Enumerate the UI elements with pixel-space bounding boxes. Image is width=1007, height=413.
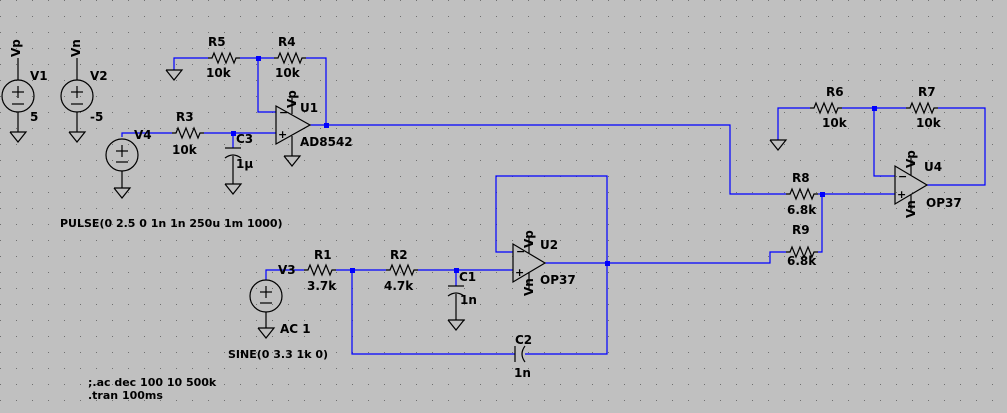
svg-text:+: + [515, 266, 524, 279]
r3-value: 10k [172, 143, 198, 157]
v3-value: AC 1 [280, 322, 311, 336]
tran-directive[interactable]: .tran 100ms [88, 389, 163, 402]
c1-value: 1n [460, 293, 477, 307]
capacitor-c3[interactable]: C3 1µ [224, 132, 253, 195]
capacitor-c1[interactable]: C1 1n [447, 270, 477, 331]
u1-label: U1 [300, 101, 318, 115]
v2-value: -5 [90, 110, 103, 124]
r9-label: R9 [792, 223, 810, 237]
r5-value: 10k [206, 66, 232, 80]
opamp-u1[interactable]: − + Vp U1 AD8542 [275, 90, 353, 167]
resistor-r9[interactable]: R9 6.8k [786, 223, 818, 268]
v2-node-label: Vn [69, 39, 83, 57]
resistor-r6[interactable]: R6 10k [769, 85, 848, 151]
junction-u1-out [324, 123, 329, 128]
svg-text:+: + [897, 188, 906, 201]
u1-model: AD8542 [300, 135, 353, 149]
c3-value: 1µ [236, 157, 253, 171]
c2-label: C2 [515, 333, 532, 347]
r7-value: 10k [916, 116, 942, 130]
svg-text:−: − [516, 245, 525, 258]
resistor-r5[interactable]: R5 10k [165, 35, 240, 81]
u2-label: U2 [540, 238, 558, 252]
junction-u2-out [605, 261, 610, 266]
resistor-r8[interactable]: R8 6.8k [786, 171, 818, 217]
capacitor-c2[interactable]: C2 1n [514, 333, 532, 380]
junction-r6-r7 [872, 106, 877, 111]
resistor-r7[interactable]: R7 10k [906, 85, 942, 130]
u2-model: OP37 [540, 273, 576, 287]
r2-label: R2 [390, 248, 408, 262]
r3-label: R3 [176, 110, 194, 124]
u2-vn-label: Vn [522, 278, 536, 296]
source-v2[interactable]: Vn V2 -5 [60, 39, 108, 143]
r8-value: 6.8k [787, 203, 817, 217]
junction-r5-r4 [256, 56, 261, 61]
r6-value: 10k [822, 116, 848, 130]
u2-vp-label: Vp [522, 230, 536, 248]
junction-c3 [231, 131, 236, 136]
resistor-r4[interactable]: R4 10k [274, 35, 306, 80]
wires-u1-stage [121, 57, 822, 195]
r5-label: R5 [208, 35, 226, 49]
r4-value: 10k [275, 66, 301, 80]
u4-label: U4 [924, 160, 942, 174]
svg-text:−: − [898, 170, 907, 183]
u4-vp-label: Vp [904, 150, 918, 168]
ac-directive[interactable]: ;.ac dec 100 10 500k [88, 376, 217, 389]
opamp-u4[interactable]: − + Vp Vn U4 OP37 [894, 150, 962, 218]
c2-value: 1n [514, 366, 531, 380]
wires-u2-stage [265, 175, 895, 355]
r2-value: 4.7k [384, 279, 414, 293]
r9-value: 6.8k [787, 254, 817, 268]
r8-label: R8 [792, 171, 810, 185]
v3-spec: SINE(0 3.3 1k 0) [228, 348, 328, 361]
u4-model: OP37 [926, 196, 962, 210]
svg-text:−: − [279, 106, 288, 119]
source-v3[interactable]: V3 AC 1 [249, 263, 311, 339]
opamp-u2[interactable]: − + Vp Vn U2 OP37 [512, 230, 576, 296]
c3-label: C3 [236, 132, 253, 146]
source-v4[interactable]: V4 [105, 128, 152, 199]
v1-node-label: Vp [9, 39, 23, 57]
v4-label: V4 [134, 128, 152, 142]
junction-r1-r2 [350, 268, 355, 273]
junction-r8-r9 [820, 192, 825, 197]
u1-vp-label: Vp [285, 90, 299, 108]
resistor-r1[interactable]: R1 3.7k [304, 248, 337, 293]
junction-c1 [454, 268, 459, 273]
svg-text:+: + [278, 128, 287, 141]
v1-value: 5 [30, 110, 38, 124]
resistor-r3[interactable]: R3 10k [172, 110, 204, 157]
u4-vn-label: Vn [904, 200, 918, 218]
source-v1[interactable]: Vp V1 5 [1, 39, 48, 143]
resistor-r2[interactable]: R2 4.7k [384, 248, 418, 293]
c1-label: C1 [459, 270, 476, 284]
r1-value: 3.7k [307, 279, 337, 293]
r1-label: R1 [314, 248, 332, 262]
v1-label: V1 [30, 69, 48, 83]
v3-label: V3 [278, 263, 296, 277]
r4-label: R4 [278, 35, 296, 49]
v2-label: V2 [90, 69, 108, 83]
v4-spec: PULSE(0 2.5 0 1n 1n 250u 1m 1000) [60, 217, 283, 230]
r7-label: R7 [918, 85, 936, 99]
r6-label: R6 [826, 85, 844, 99]
wires-u4-stage [777, 107, 986, 186]
